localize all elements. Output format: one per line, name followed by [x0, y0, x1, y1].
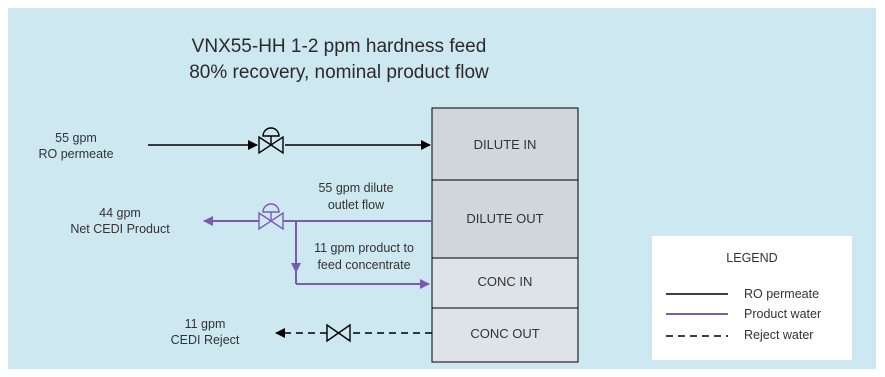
dilute-outlet-label-line1: 55 gpm dilute: [318, 181, 394, 195]
legend-label-reject: Reject water: [744, 328, 814, 342]
conc-out-label: CONC OUT: [470, 326, 540, 341]
ro-permeate-name: RO permeate: [38, 147, 114, 161]
dilute-in-label: DILUTE IN: [473, 137, 537, 152]
ro-permeate-rate: 55 gpm: [55, 131, 97, 145]
conc-out-block: [431, 307, 579, 363]
dilute-out-block: [431, 179, 579, 259]
conc-in-label: CONC IN: [477, 274, 533, 289]
net-product-rate: 44 gpm: [99, 206, 141, 220]
reject-rate: 11 gpm: [184, 317, 226, 331]
diagram-title-line2: 80% recovery, nominal product flow: [189, 62, 489, 83]
product-to-conc-line2: feed concentrate: [317, 258, 411, 272]
legend-box: [652, 236, 852, 360]
net-product-name: Net CEDI Product: [70, 222, 170, 236]
reject-name: CEDI Reject: [170, 333, 240, 347]
conc-in-block: [431, 257, 579, 309]
ro-control-valve-icon: [258, 127, 284, 155]
diagram-title-line1: VNX55-HH 1-2 ppm hardness feed: [191, 36, 487, 57]
reject-valve-icon: [326, 323, 351, 343]
legend-label-product: Product water: [744, 307, 822, 321]
legend-label-ro: RO permeate: [744, 287, 820, 301]
product-control-valve-icon: [258, 203, 284, 231]
product-to-conc-line1: 11 gpm product to: [314, 241, 414, 255]
dilute-out-label: DILUTE OUT: [466, 211, 544, 226]
dilute-in-block: [431, 107, 579, 181]
legend-title: LEGEND: [726, 251, 778, 265]
dilute-outlet-label-line2: outlet flow: [327, 198, 385, 212]
